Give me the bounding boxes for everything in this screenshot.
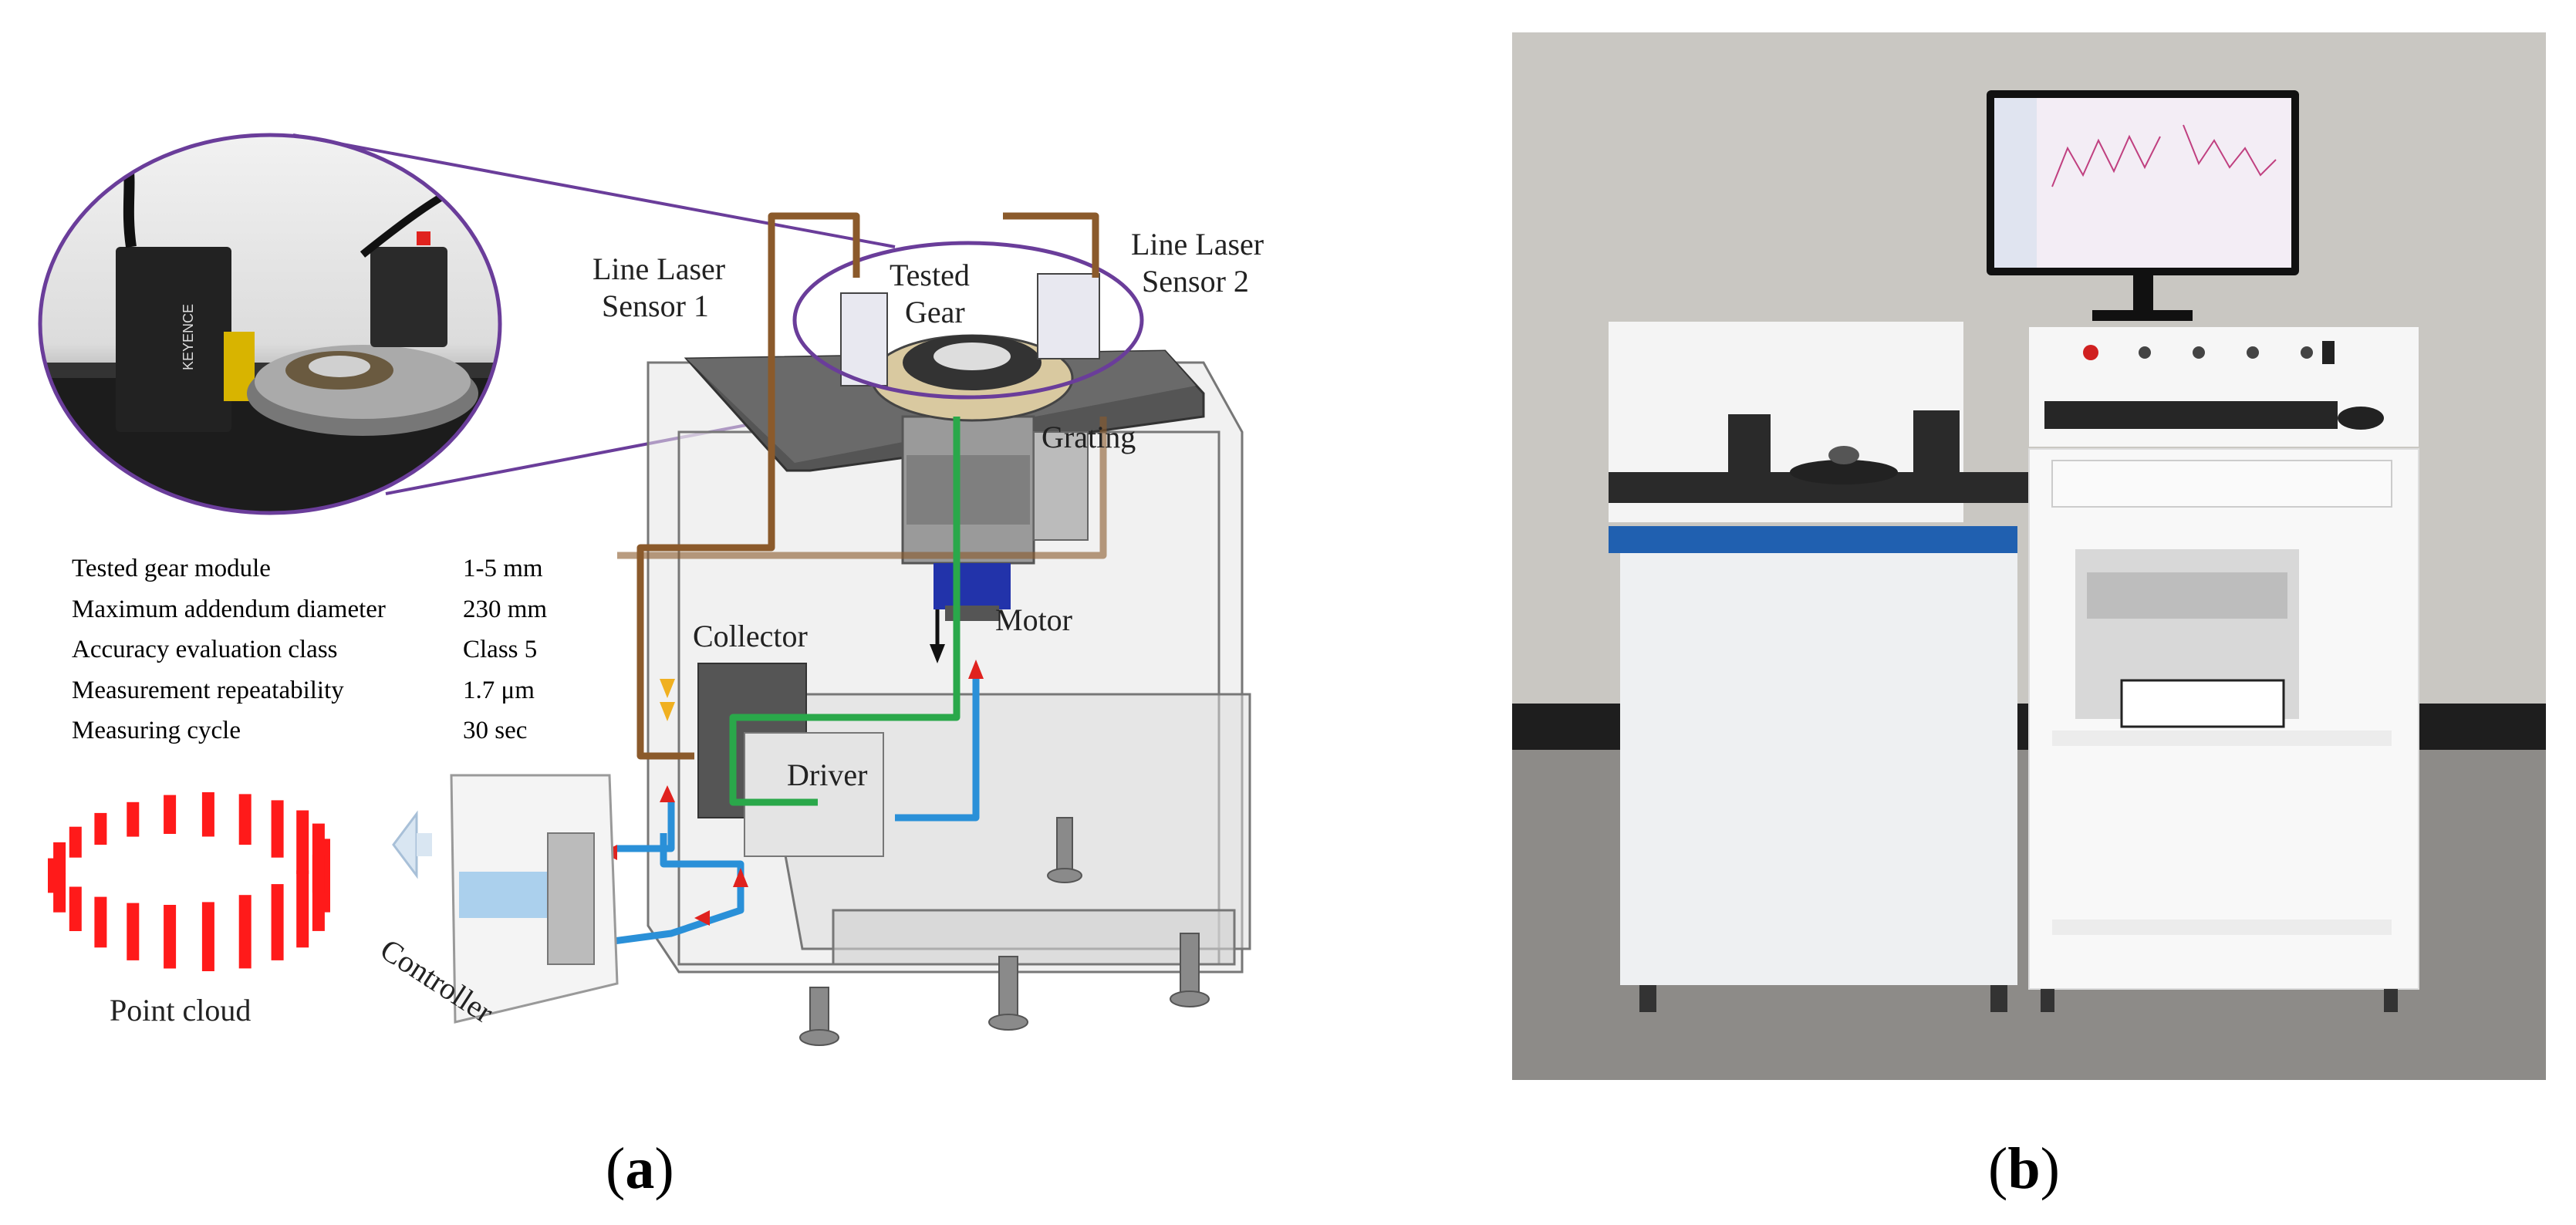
monitor xyxy=(1987,90,2299,321)
label-tested-gear-l1: Tested xyxy=(890,258,970,292)
point-cloud-tooth xyxy=(271,800,284,858)
point-cloud-tooth xyxy=(296,810,309,874)
signal-arrows xyxy=(602,609,984,926)
spec-label-3: Accuracy evaluation class xyxy=(72,636,338,663)
cable-brown-3 xyxy=(636,355,775,760)
spec-table: Tested gear module 1-5 mm Maximum addend… xyxy=(72,555,547,744)
point-cloud-tooth xyxy=(69,826,82,858)
point-cloud-tooth xyxy=(296,870,309,948)
point-cloud-tooth xyxy=(69,886,82,931)
label-sensor-2-l1: Line Laser xyxy=(1131,227,1264,262)
cable-brown-1 xyxy=(768,212,860,355)
cable-brown-2 xyxy=(1003,212,1099,278)
spec-label-5: Measuring cycle xyxy=(72,717,241,744)
left-cabinet xyxy=(1609,322,2029,1012)
spec-value-2: 230 mm xyxy=(463,596,547,623)
point-cloud-tooth xyxy=(53,842,66,875)
sensor-1-body xyxy=(116,247,231,432)
machine-sensor-1 xyxy=(840,292,888,386)
point-cloud-tooth xyxy=(271,884,284,960)
caption-a: (a) xyxy=(606,1136,674,1201)
point-cloud-graphic xyxy=(48,792,330,971)
cable-green xyxy=(729,417,961,806)
point-cloud-tooth xyxy=(164,795,177,834)
caption-b: (b) xyxy=(1988,1136,2060,1201)
spec-label-4: Measurement repeatability xyxy=(72,677,344,704)
point-cloud-tooth xyxy=(201,902,214,971)
flow-arrow-icon xyxy=(392,810,418,879)
point-cloud-tooth xyxy=(238,794,252,845)
point-cloud-tooth xyxy=(201,792,214,837)
label-sensor-1-l2: Sensor 1 xyxy=(602,289,709,323)
cable-blue-1 xyxy=(895,679,980,822)
label-motor: Motor xyxy=(995,602,1072,637)
tested-gear-graphic xyxy=(870,334,1074,422)
point-cloud-tooth xyxy=(94,896,107,948)
spec-value-1: 1-5 mm xyxy=(463,555,543,582)
label-sensor-1-l1: Line Laser xyxy=(593,251,725,286)
machine-sensor-2 xyxy=(1037,273,1100,359)
spec-value-3: Class 5 xyxy=(463,636,537,663)
spec-label-2: Maximum addendum diameter xyxy=(72,596,386,623)
label-point-cloud: Point cloud xyxy=(110,993,251,1028)
point-cloud-tooth xyxy=(164,905,177,969)
label-grating: Grating xyxy=(1042,420,1136,454)
machine-feet xyxy=(799,817,1210,1046)
callout-line-top xyxy=(292,133,896,248)
highlight-ellipse xyxy=(792,241,1144,400)
point-cloud-tooth xyxy=(127,903,140,960)
spec-value-5: 30 sec xyxy=(463,717,527,744)
label-collector: Collector xyxy=(693,619,808,653)
controller-pc xyxy=(450,774,619,1024)
point-cloud-tooth xyxy=(94,812,107,845)
sensor-2-body xyxy=(370,247,447,347)
label-tested-gear-l2: Gear xyxy=(905,295,965,329)
point-cloud-tooth xyxy=(312,823,325,893)
sensor-photo-inset: KEYENCE xyxy=(38,133,502,515)
right-cabinet xyxy=(2028,327,2419,1012)
spec-value-4: 1.7 μm xyxy=(463,677,535,704)
spec-label-1: Tested gear module xyxy=(72,555,271,582)
label-sensor-2-l2: Sensor 2 xyxy=(1142,264,1249,299)
driver-box xyxy=(744,732,884,857)
panel-b-photo xyxy=(1512,32,2546,1080)
label-driver: Driver xyxy=(787,758,867,792)
keyence-logo: KEYENCE xyxy=(181,304,196,370)
point-cloud-tooth xyxy=(238,895,252,969)
point-cloud-tooth xyxy=(127,801,140,837)
